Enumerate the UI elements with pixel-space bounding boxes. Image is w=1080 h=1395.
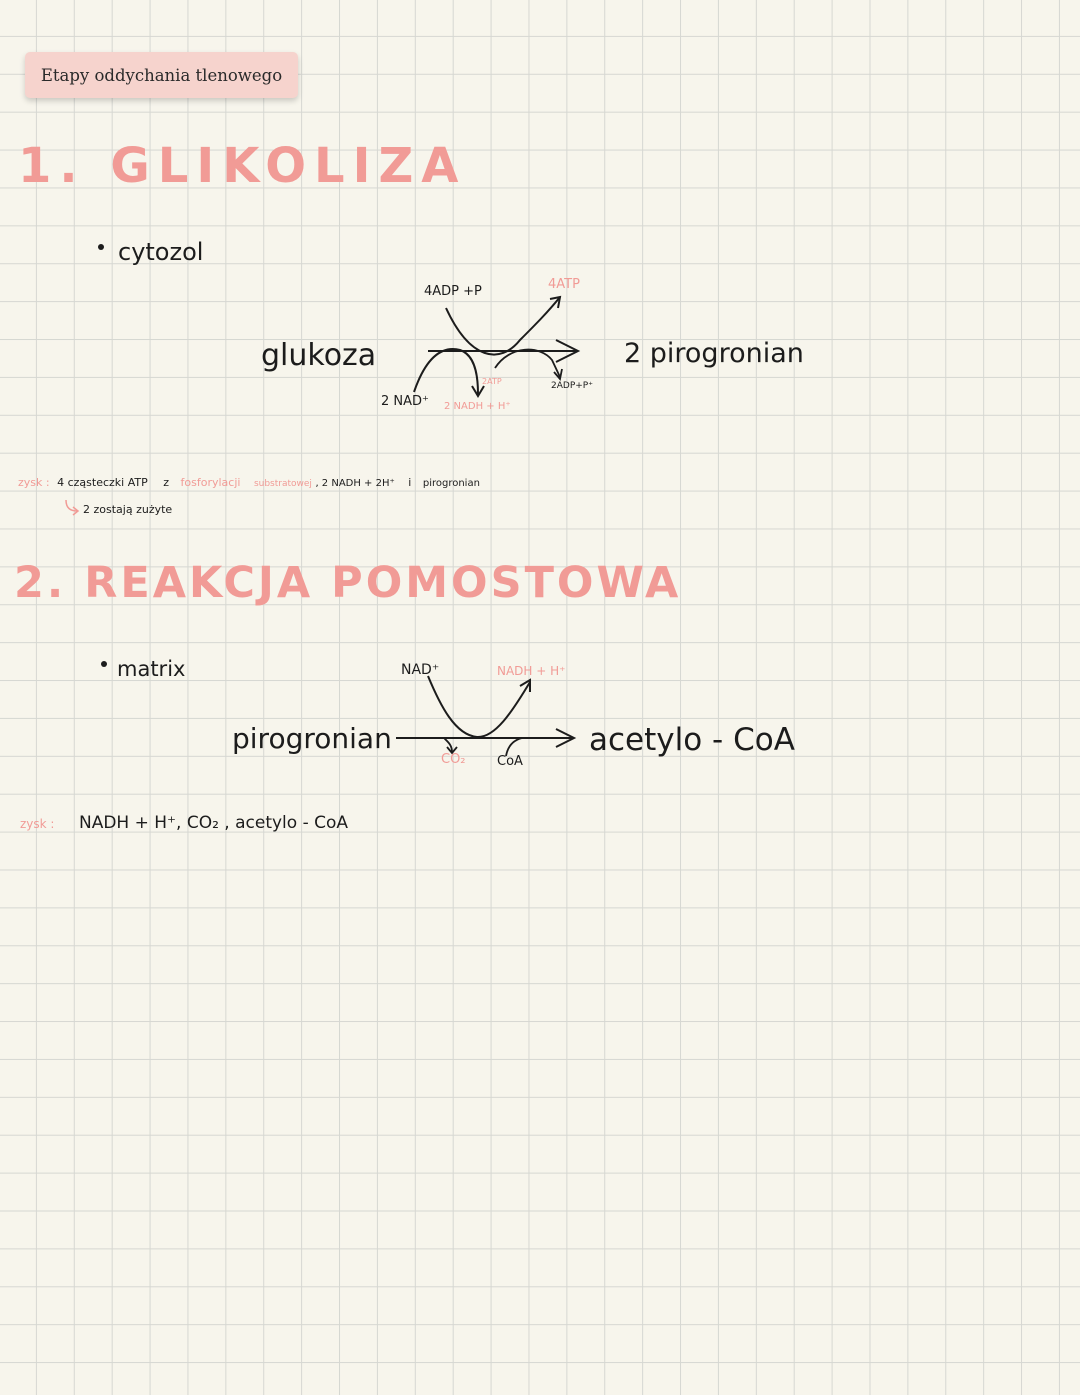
location-matrix: matrix [117, 657, 186, 681]
yield-label: zysk : [20, 817, 55, 831]
yield-substratowej: substratowej [253, 479, 312, 489]
output-co2: CO₂ [441, 752, 466, 767]
substrate-pirogronian: pirogronian [232, 722, 392, 755]
section-heading-reakcja-pomostowa: 2. REAKCJA POMOSTOWA [14, 558, 682, 608]
product-acetylo-coa: acetylo - CoA [589, 722, 795, 758]
input-adp: 4ADP +P [424, 284, 482, 299]
output-atp: 4ATP [548, 277, 580, 292]
yield-fosforylacji: fosforylacji [180, 476, 241, 489]
yield-i: i [408, 476, 412, 489]
yield-nadh: , 2 NADH + 2H⁺ [315, 478, 395, 489]
input-nad: 2 NAD⁺ [381, 394, 429, 409]
input-coa: CoA [497, 754, 523, 769]
substrate-glukoza: glukoza [261, 338, 377, 373]
yield-products: NADH + H⁺, CO₂ , acetylo - CoA [79, 813, 349, 833]
yield-label: zysk : [18, 476, 50, 489]
yield-atp: 4 cząsteczki ATP [57, 476, 148, 489]
yield-z: z [163, 476, 170, 489]
location-cytozol: cytozol [118, 238, 204, 266]
output-nadh: 2 NADH + H⁺ [444, 401, 511, 412]
bullet-dot [98, 244, 104, 250]
input-nad: NAD⁺ [401, 662, 440, 678]
output-nadh: NADH + H⁺ [497, 664, 566, 678]
product-pirogronian: 2 pirogronian [624, 338, 804, 369]
yield-line-1: zysk : 4 cząsteczki ATP z fosforylacji s… [18, 476, 480, 489]
yield-note: 2 zostają zużyte [83, 503, 173, 516]
section-heading-glikoliza: 1. GLIKOLIZA [18, 138, 467, 194]
yield-pirogronian: pirogronian [422, 478, 480, 489]
mid-atp: 2ATP [482, 377, 502, 386]
page-title-tag: Etapy oddychania tlenowego [25, 52, 298, 98]
right-adp: 2ADP+P⁺ [551, 381, 593, 391]
bullet-dot [101, 661, 107, 667]
